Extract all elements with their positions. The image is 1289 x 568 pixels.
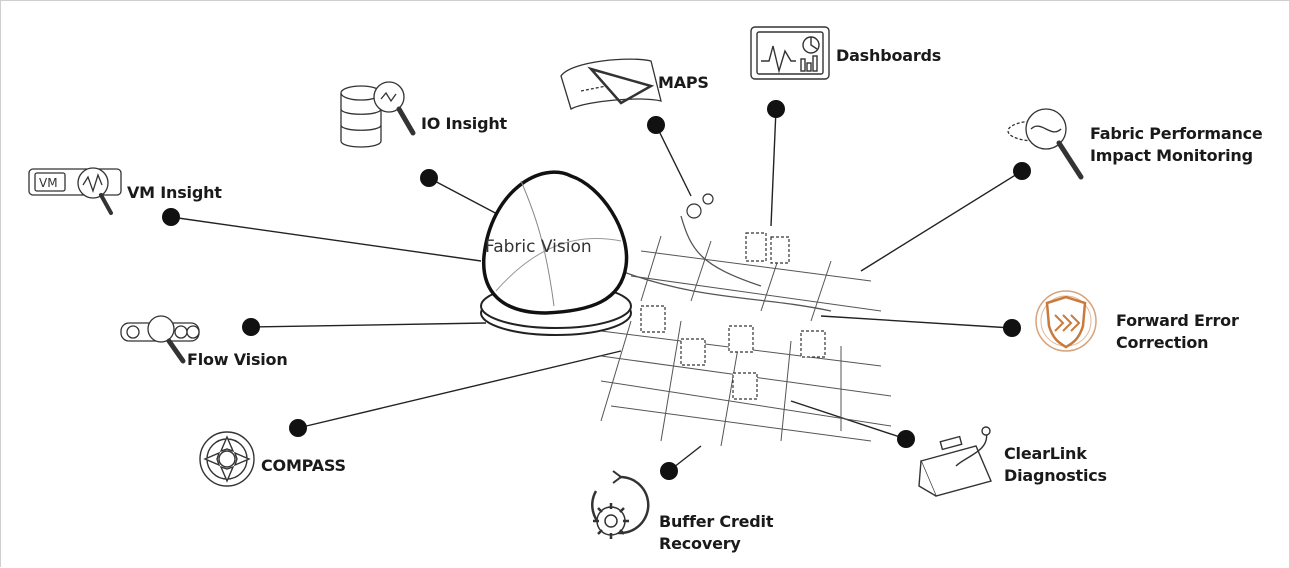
fec-label-line1: Forward Error <box>1116 311 1239 330</box>
dot-io-insight <box>420 169 438 187</box>
dot-flow-vision <box>242 318 260 336</box>
dot-dashboards <box>767 100 785 118</box>
dashboard-monitor-icon <box>750 26 830 80</box>
dot-vm-insight <box>162 208 180 226</box>
clearlink-label-line1: ClearLink <box>1004 444 1087 463</box>
globe-magnifier-icon <box>1007 108 1084 180</box>
bcr-label-line2: Recovery <box>659 534 741 553</box>
dot-fpim <box>1013 162 1031 180</box>
endpoint-dots <box>162 100 1031 480</box>
connector-clearlink <box>790 400 907 440</box>
bcr-label-line1: Buffer Credit <box>659 512 774 531</box>
dot-fec <box>1003 319 1021 337</box>
io-insight-label[interactable]: IO Insight <box>421 114 507 133</box>
clearlink-label[interactable]: ClearLink Diagnostics <box>1004 443 1107 487</box>
fpim-label-line2: Impact Monitoring <box>1090 146 1253 165</box>
dot-bcr <box>660 462 678 480</box>
connector-maps <box>655 124 692 197</box>
dot-compass <box>289 419 307 437</box>
vm-insight-label[interactable]: VM Insight <box>127 183 222 202</box>
clearlink-label-line2: Diagnostics <box>1004 466 1107 485</box>
connector-fec <box>820 315 1013 329</box>
fabric-vision-platform <box>480 170 632 336</box>
shield-icon <box>1035 290 1097 352</box>
connector-fpim <box>860 170 1023 272</box>
pipe-magnifier-icon <box>120 315 200 364</box>
gear-cycle-icon <box>591 470 650 539</box>
toolbox-stethoscope-icon <box>918 426 992 497</box>
svg-text:VM: VM <box>39 176 58 190</box>
compass-icon <box>199 431 255 487</box>
map-drafting-icon <box>560 58 662 110</box>
dashboards-label[interactable]: Dashboards <box>836 46 942 65</box>
fec-label-line2: Correction <box>1116 333 1209 352</box>
connector-lines <box>170 108 1023 472</box>
database-magnifier-icon <box>340 81 416 148</box>
vm-magnifier-icon: VM <box>28 167 122 215</box>
dot-maps <box>647 116 665 134</box>
fpim-label[interactable]: Fabric Performance Impact Monitoring <box>1090 123 1263 167</box>
compass-label[interactable]: COMPASS <box>261 456 346 475</box>
flow-vision-label[interactable]: Flow Vision <box>187 350 288 369</box>
fabric-vision-label: Fabric Vision <box>485 237 592 257</box>
connector-flow-vision <box>250 322 487 328</box>
switch-cubes <box>640 232 826 400</box>
connector-compass <box>297 350 622 429</box>
bcr-label[interactable]: Buffer Credit Recovery <box>659 511 773 555</box>
gears-icon <box>686 193 714 219</box>
connector-vm-insight <box>170 216 482 262</box>
connector-io-insight <box>428 177 502 217</box>
connector-dashboards <box>770 108 777 227</box>
dot-clearlink <box>897 430 915 448</box>
maps-label[interactable]: MAPS <box>658 73 709 92</box>
fec-label[interactable]: Forward Error Correction <box>1116 310 1239 354</box>
fpim-label-line1: Fabric Performance <box>1090 124 1263 143</box>
